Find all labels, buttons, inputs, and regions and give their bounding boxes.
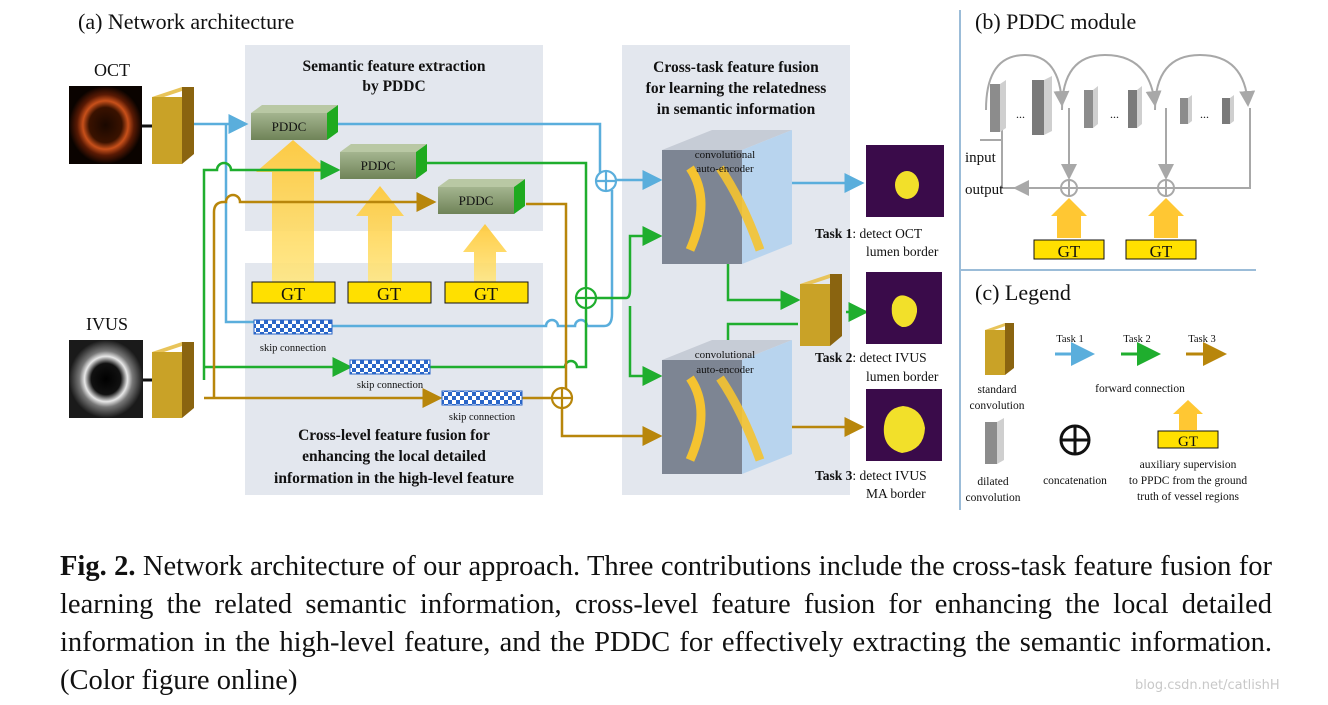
svg-text:GT: GT — [281, 284, 305, 304]
task2-label-line2: lumen border — [866, 369, 939, 384]
autoencoder-cube-2: convolutional auto-encoder — [662, 340, 792, 474]
legend-concatenation: concatenation — [1043, 424, 1107, 487]
gt-box-2: GT — [347, 281, 432, 304]
task1-label-line2: lumen border — [866, 244, 939, 259]
semantic-heading-1: Semantic feature extraction — [302, 58, 485, 75]
architecture-figure: (a) Network architecture (b) PDDC module… — [69, 9, 1256, 510]
svg-text:Task 3: Task 3 — [1188, 334, 1216, 345]
legend-dilated-conv: dilated convolution — [966, 418, 1021, 504]
svg-text:skip connection: skip connection — [449, 412, 516, 423]
concat-circle-3 — [550, 386, 574, 410]
svg-text:truth of vessel regions: truth of vessel regions — [1137, 491, 1239, 503]
panel-a-title: (a) Network architecture — [78, 9, 294, 34]
oct-image — [69, 86, 142, 164]
task2-output — [866, 272, 942, 344]
gt-arrow-1 — [256, 140, 330, 282]
skip-connection-1: skip connection — [253, 319, 333, 354]
pddc-output-label: output — [965, 182, 1004, 198]
svg-text:GT: GT — [377, 284, 401, 304]
svg-text:auxiliary supervision: auxiliary supervision — [1140, 459, 1237, 471]
legend-task-arrows: Task 1 Task 2 Task 3 forward connection — [1055, 334, 1227, 395]
task3-label-line2: MA border — [866, 486, 926, 501]
svg-text:...: ... — [1016, 107, 1025, 121]
svg-text:skip connection: skip connection — [357, 380, 424, 391]
pddc-block-1: PDDC — [251, 105, 338, 140]
watermark: blog.csdn.net/catlishH — [1135, 678, 1280, 693]
ivus-conv-block — [152, 342, 194, 418]
legend-standard-conv: standard convolution — [970, 323, 1025, 412]
svg-text:auto-encoder: auto-encoder — [696, 364, 754, 376]
oct-label: OCT — [94, 60, 130, 80]
svg-text:convolutional: convolutional — [695, 349, 756, 361]
concat-circle-1 — [594, 169, 618, 193]
ivus-image — [69, 340, 143, 418]
svg-text:skip connection: skip connection — [260, 343, 327, 354]
svg-text:concatenation: concatenation — [1043, 475, 1107, 487]
pddc-block-2: PDDC — [340, 144, 427, 179]
svg-text:PDDC: PDDC — [459, 193, 494, 208]
svg-text:...: ... — [1110, 107, 1119, 121]
crosstask-heading-1: Cross-task feature fusion — [653, 59, 819, 76]
crosslevel-heading-3: information in the high-level feature — [274, 470, 514, 487]
crosslevel-heading-1: Cross-level feature fusion for — [298, 427, 490, 444]
svg-text:Task 1: Task 1 — [1056, 334, 1084, 345]
skip-connection-2: skip connection — [349, 359, 431, 391]
crosslevel-heading-2: enhancing the local detailed — [302, 448, 486, 465]
svg-text:convolution: convolution — [970, 400, 1025, 412]
svg-text:forward connection: forward connection — [1095, 383, 1185, 395]
gt-box-1: GT — [251, 281, 336, 304]
svg-text:to PPDC from the ground: to PPDC from the ground — [1129, 475, 1247, 487]
ivus-label: IVUS — [86, 314, 128, 334]
svg-text:dilated: dilated — [977, 476, 1009, 488]
svg-text:GT: GT — [1058, 242, 1081, 261]
svg-text:PDDC: PDDC — [361, 158, 396, 173]
svg-text:convolutional: convolutional — [695, 149, 756, 161]
svg-text:Task 2: Task 2 — [1123, 334, 1151, 345]
svg-text:convolution: convolution — [966, 492, 1021, 504]
svg-text:GT: GT — [1150, 242, 1173, 261]
svg-text:standard: standard — [978, 384, 1017, 396]
semantic-heading-2: by PDDC — [362, 78, 425, 95]
autoencoder-cube-1: convolutional auto-encoder — [662, 130, 792, 264]
task1-label: Task 1: detect OCT — [815, 226, 923, 241]
pddc-input-label: input — [965, 150, 997, 166]
caption-label: Fig. 2. — [60, 551, 136, 582]
panel-b-title: (b) PDDC module — [975, 9, 1136, 34]
svg-text:PDDC: PDDC — [272, 119, 307, 134]
task3-output — [866, 389, 942, 461]
svg-text:GT: GT — [1178, 434, 1198, 450]
skip-connection-3: skip connection — [441, 390, 523, 423]
gt-arrow-3 — [463, 224, 507, 282]
concat-circle-2 — [574, 286, 598, 310]
crosstask-heading-3: in semantic information — [657, 101, 816, 118]
svg-text:GT: GT — [474, 284, 498, 304]
svg-text:...: ... — [1200, 107, 1209, 121]
gt-box-3: GT — [444, 281, 529, 304]
shared-conv-block — [800, 274, 842, 346]
gt-arrow-2 — [356, 186, 404, 282]
oct-conv-block — [152, 87, 194, 164]
crosstask-heading-2: for learning the relatedness — [646, 80, 827, 97]
task2-label: Task 2: detect IVUS — [815, 350, 927, 365]
legend-aux-supervision: GT auxiliary supervision to PPDC from th… — [1129, 400, 1247, 503]
pddc-block-3: PDDC — [438, 179, 525, 214]
task1-output — [866, 145, 944, 217]
task3-label: Task 3: detect IVUS — [815, 468, 927, 483]
figure-caption: Fig. 2. Network architecture of our appr… — [60, 548, 1272, 700]
caption-text: Network architecture of our approach. Th… — [60, 551, 1272, 696]
pddc-module-diagram: ... ... ... GT GT — [980, 53, 1256, 261]
svg-text:auto-encoder: auto-encoder — [696, 163, 754, 175]
panel-c-title: (c) Legend — [975, 280, 1071, 305]
